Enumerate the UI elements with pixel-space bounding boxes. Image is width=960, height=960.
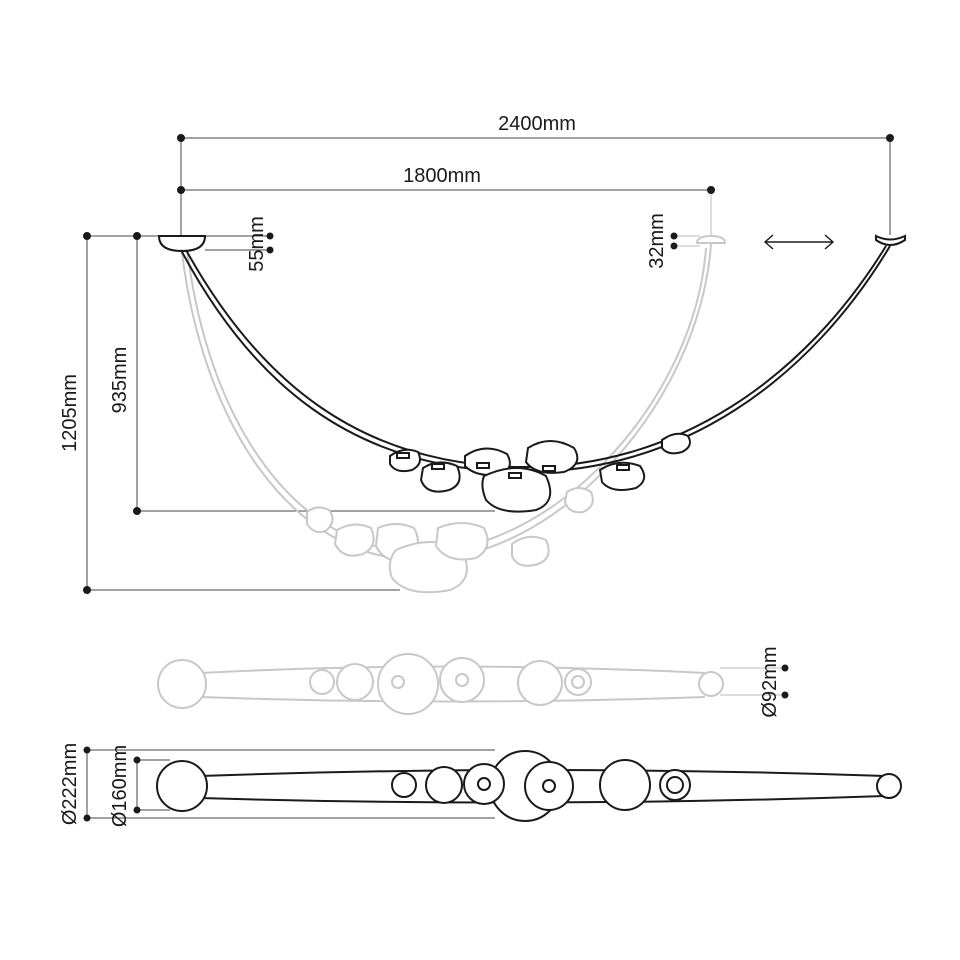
shade-5 (524, 440, 579, 474)
canopy-height-right-label: 32mm (646, 213, 668, 269)
inner-width-label: 1800mm (403, 165, 481, 187)
shade-4 (481, 467, 552, 513)
small-end-diameter-label: Ø92mm (759, 646, 781, 717)
ghost-pendant-front (180, 234, 727, 594)
main-pendant-front (157, 234, 906, 513)
main-pendant-top (156, 750, 902, 822)
total-width-label: 2400mm (498, 113, 576, 135)
outer-diameter-label: Ø222mm (59, 743, 81, 825)
canopy-height-right-dim: 32mm (646, 213, 700, 269)
ghost-pendant-top (157, 653, 724, 715)
shade-6 (598, 461, 646, 491)
small-end-diameter-dim: Ø92mm (720, 646, 789, 718)
diameter-dims-bottom: Ø222mm Ø160mm (59, 743, 495, 827)
total-drop-label: 1205mm (59, 374, 81, 452)
double-arrow-icon (763, 234, 835, 250)
inner-drop-dim: 935mm (109, 232, 495, 515)
canopy-height-left-label: 55mm (246, 216, 268, 272)
shade-2 (419, 461, 461, 493)
canopy-height-left-dim: 55mm (205, 216, 274, 272)
width-dimension-2400: 2400mm (177, 113, 894, 235)
right-canopy (875, 234, 906, 246)
inner-diameter-label: Ø160mm (109, 745, 131, 827)
total-drop-dim: 1205mm (59, 232, 400, 594)
left-canopy (157, 235, 207, 253)
inner-drop-label: 935mm (109, 347, 131, 414)
width-dimension-1800: 1800mm (177, 165, 715, 235)
shade-7 (661, 432, 691, 455)
